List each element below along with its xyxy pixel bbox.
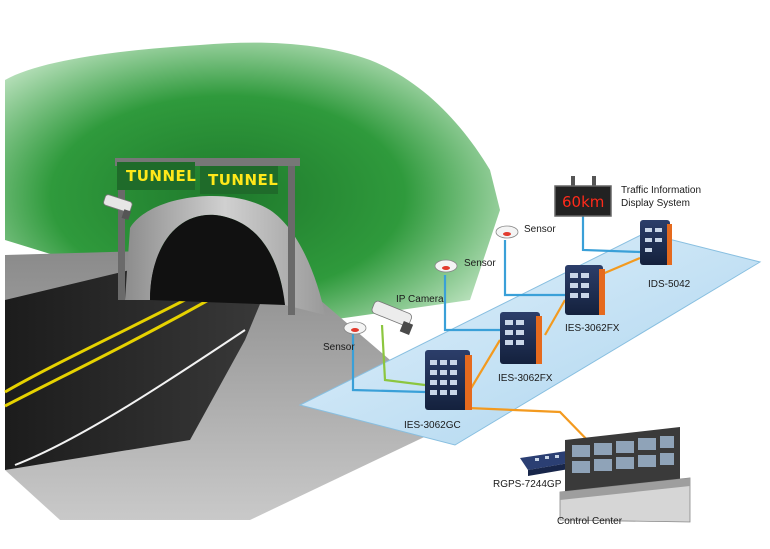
traffic-display-reading: 60km <box>562 193 604 211</box>
ies-3062gc-switch <box>425 350 472 410</box>
traffic-display-label-2: Display System <box>621 198 690 209</box>
control-center-label: Control Center <box>557 516 623 527</box>
sensor-1-icon <box>343 321 367 335</box>
traffic-display-board: 60km <box>554 176 612 217</box>
ies-3062fx-b-switch <box>565 265 605 315</box>
link-ies3062fx-a-ies3062fx-b <box>544 299 566 336</box>
gantry-beam <box>115 158 300 166</box>
link-camera <box>380 324 426 387</box>
road-surface <box>5 248 275 470</box>
link-display <box>581 215 641 254</box>
rgps-7244gp-label: RGPS-7244GP <box>493 479 562 490</box>
tunnel-sign-right: TUNNEL <box>208 171 278 189</box>
network-links <box>351 215 641 449</box>
ids-5042-device <box>640 220 672 265</box>
tunnel-portal <box>125 196 325 315</box>
ies-3062fx-a-label: IES-3062FX <box>498 373 553 384</box>
tunnel-sign-left: TUNNEL <box>126 167 196 185</box>
road-edge-line <box>14 329 246 466</box>
sensor-1-label: Sensor <box>323 342 355 353</box>
ies-3062fx-b-label: IES-3062FX <box>565 323 620 334</box>
gantry-pole-right <box>288 165 295 315</box>
ip-camera-icon <box>371 300 414 335</box>
ip-camera-label: IP Camera <box>396 294 444 305</box>
sensor-3-label: Sensor <box>524 224 556 235</box>
tunnel-sign-left-board <box>117 162 195 190</box>
control-center-icon <box>559 427 691 523</box>
sensor-3-icon <box>495 225 519 239</box>
tunnel-sign-right-board <box>200 166 278 194</box>
tunnel-scene: TUNNEL TUNNEL <box>4 42 500 520</box>
sensor-2-label: Sensor <box>464 258 496 269</box>
link-ies3062gc-ies3062fx-a <box>469 339 501 391</box>
link-sensor2 <box>443 275 500 332</box>
sensor-2-icon <box>434 259 458 273</box>
link-ies3062gc-rgps <box>467 406 596 449</box>
link-sensor1 <box>351 330 426 394</box>
link-ies3062fx-b-ids5042 <box>599 256 641 277</box>
portal-camera-icon <box>103 194 133 220</box>
ies-3062gc-label: IES-3062GC <box>404 420 461 431</box>
traffic-display-label-1: Traffic Information <box>621 185 701 196</box>
ies-3062fx-a-switch <box>500 312 542 364</box>
tunnel-opening <box>150 214 285 305</box>
ids-5042-label: IDS-5042 <box>648 279 691 290</box>
gantry-pole-left <box>118 170 125 300</box>
link-sensor3 <box>503 240 565 297</box>
